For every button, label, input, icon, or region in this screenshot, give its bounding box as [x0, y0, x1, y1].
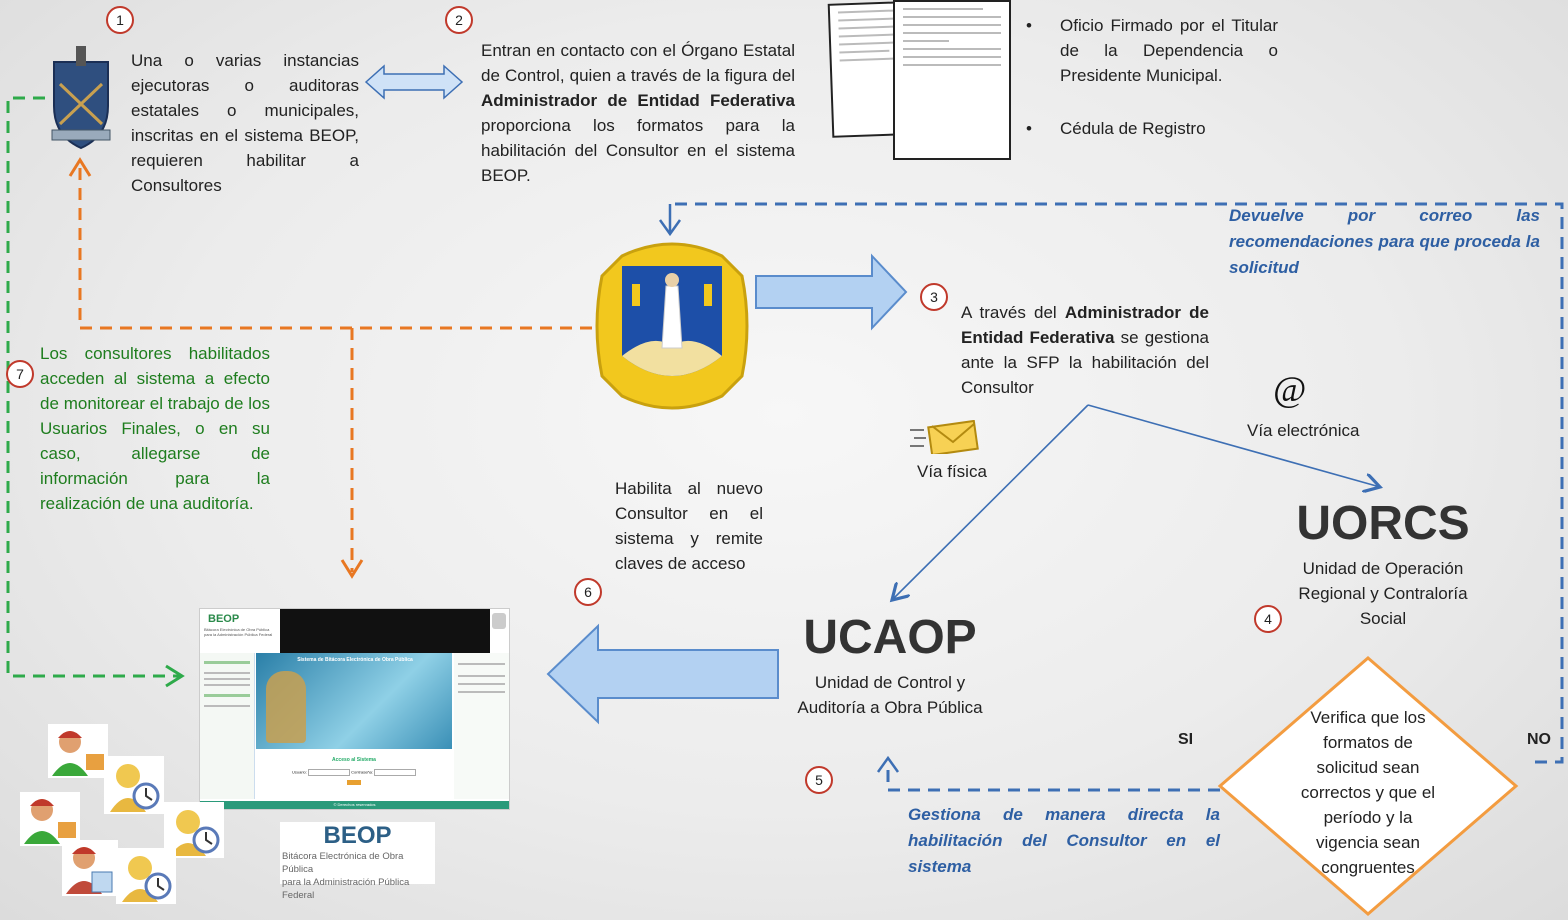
step-5-badge: 5: [805, 766, 833, 794]
user-green-icon: [20, 792, 80, 846]
screenshot-login-title: Acceso al Sistema: [332, 757, 376, 763]
line-to-ucaop: [892, 404, 1089, 600]
screenshot-logo-title: BEOP: [208, 613, 240, 625]
green-arrowhead: [165, 664, 185, 688]
documents-list-item-text: Cédula de Registro: [1060, 119, 1206, 138]
envelope-icon: [908, 419, 980, 457]
step-2-text-bold: Administrador de Entidad Federativa: [481, 91, 795, 110]
user-green-icon: [48, 724, 108, 778]
step-2-text: Entran en contacto con el Órgano Estatal…: [481, 38, 795, 188]
step-3-text: A través del Administrador de Entidad Fe…: [961, 300, 1209, 400]
block-arrow-right: [755, 253, 908, 331]
beop-logo-subtitle-2: para la Administración Pública Federal: [282, 877, 410, 901]
screenshot-footer: © Derechos reservados: [200, 801, 509, 809]
physical-channel-label: Vía física: [917, 462, 987, 481]
direct-text: Gestiona de manera directa la habilitaci…: [908, 805, 1220, 876]
step-3-text-post: se gestiona ante la SFP la habilitación …: [961, 328, 1209, 397]
uorcs-acronym: UORCS: [1296, 497, 1470, 550]
step-1-text: Una o varias instancias ejecutoras o aud…: [131, 51, 359, 195]
uorcs-name: Unidad de Operación Regional y Contralor…: [1298, 559, 1468, 628]
document-icon-front: [893, 0, 1011, 160]
decision-yes-label: SI: [1178, 731, 1194, 748]
documents-list-item: • Cédula de Registro: [1026, 116, 1278, 141]
screenshot-pass-label: Contraseña:: [351, 769, 373, 775]
blue-dashed-return: [668, 202, 1564, 764]
step-6-text: Habilita al nuevo Consultor en el sistem…: [615, 479, 763, 573]
ucaop-acronym: UCAOP: [803, 611, 977, 664]
screenshot-banner-title: Sistema de Bitácora Electrónica de Obra …: [297, 657, 413, 663]
orange-arrowhead-up: [68, 157, 92, 177]
electronic-channel-label: Vía electrónica: [1247, 421, 1360, 440]
user-clock-icon: [116, 848, 176, 904]
step-2-text-pre: Entran en contacto con el Órgano Estatal…: [481, 41, 795, 85]
user-clock-icon: [164, 802, 224, 858]
step-6-badge: 6: [574, 578, 602, 606]
beop-logo-title: BEOP: [323, 822, 392, 849]
green-dashed-connector: [6, 96, 180, 678]
documents-list-item-text: Oficio Firmado por el Titular de la Depe…: [1060, 16, 1278, 85]
user-icons-group: [18, 722, 238, 912]
documents-list-item: • Oficio Firmado por el Titular de la De…: [1026, 13, 1278, 88]
double-arrow: [364, 64, 464, 100]
screenshot-rightbar: [454, 653, 509, 799]
at-icon: @: [1273, 369, 1307, 409]
decision-text: Verifica que los formatos de solicitud s…: [1300, 708, 1436, 877]
step-3-badge: 3: [920, 283, 948, 311]
screenshot-user-label: Usuario:: [291, 769, 307, 775]
orange-dashed-connector: [78, 168, 592, 330]
ucaop-name: Unidad de Control y Auditoría a Obra Púb…: [797, 673, 983, 717]
step-3-text-pre: A través del: [961, 303, 1065, 322]
blue-up-arrowhead: [876, 755, 900, 773]
beop-logo: BEOP Bitácora Electrónica de Obra Públic…: [280, 822, 435, 901]
screenshot-banner: Sistema de Bitácora Electrónica de Obra …: [256, 653, 452, 749]
bullet-icon: •: [1026, 119, 1032, 138]
user-writing-icon: [62, 840, 118, 896]
state-seal-icon: [592, 236, 752, 416]
step-3-text-bold: Administrador de Entidad Federativa: [961, 303, 1209, 347]
blue-dashed-si: [886, 764, 1220, 792]
screenshot-top-bar: [280, 609, 490, 653]
bullet-icon: •: [1026, 16, 1032, 35]
decision-no-label: NO: [1527, 731, 1551, 748]
user-clock-icon: [104, 756, 164, 814]
state-shield-icon: [46, 44, 116, 154]
screenshot-header: BEOP Bitácora Electrónica de Obra Públic…: [200, 609, 509, 653]
screenshot-sidebar: [200, 653, 255, 799]
screenshot-login-button: [347, 780, 361, 785]
documents-list: • Oficio Firmado por el Titular de la De…: [1026, 13, 1278, 141]
step-7-badge: 7: [6, 360, 34, 388]
step-4-badge: 4: [1254, 605, 1282, 633]
return-text: Devuelve por correo las recomendaciones …: [1229, 206, 1540, 277]
step-1-badge: 1: [106, 6, 134, 34]
screenshot-login: Acceso al Sistema Usuario: Contraseña:: [256, 751, 452, 799]
line-to-uorcs: [1087, 404, 1380, 487]
block-arrow-left: [546, 623, 779, 725]
screenshot-crest: [492, 613, 506, 629]
orange-arrowhead-down: [340, 559, 364, 579]
step-2-text-post: proporciona los formatos para la habilit…: [481, 116, 795, 185]
beop-logo-subtitle-1: Bitácora Electrónica de Obra Pública: [282, 851, 404, 875]
screenshot-logo-subtitle: Bitácora Electrónica de Obra Pública par…: [204, 627, 273, 637]
beop-system-screenshot: BEOP Bitácora Electrónica de Obra Públic…: [199, 608, 510, 810]
step-7-text: Los consultores habilitados acceden al s…: [40, 344, 270, 513]
step-2-badge: 2: [445, 6, 473, 34]
